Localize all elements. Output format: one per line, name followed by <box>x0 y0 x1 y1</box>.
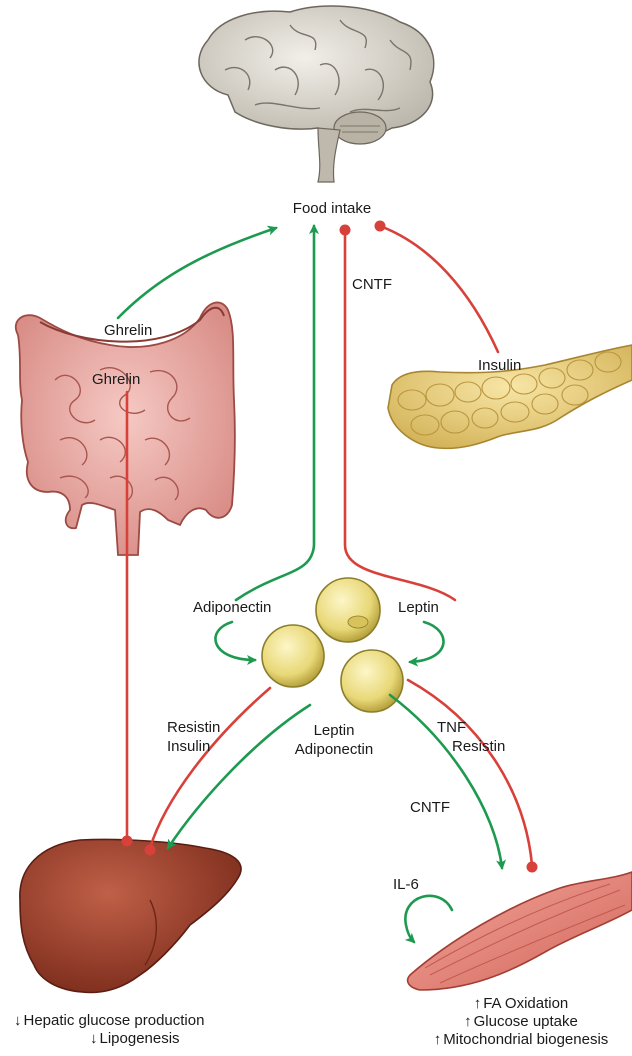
muscle-illustration <box>408 872 632 990</box>
liver-effect-lipogenesis: Lipogenesis <box>14 1030 204 1048</box>
leptin-autocrine-arrow <box>410 622 444 662</box>
il6-label: IL-6 <box>393 876 419 893</box>
resistin-label-left: Resistin <box>167 719 220 736</box>
intestine-illustration <box>16 302 235 555</box>
resistin-insulin-to-liver-inhibit <box>150 688 270 848</box>
liver-effect-glucose: Hepatic glucose production <box>14 1012 204 1030</box>
muscle-effect-mito: Mitochondrial biogenesis <box>410 1031 632 1049</box>
tnf-label: TNF <box>437 719 466 736</box>
ghrelin-label-top: Ghrelin <box>104 322 152 339</box>
adiponectin-label-left: Adiponectin <box>193 599 271 616</box>
inhibit-dot-resistin-liver <box>145 845 156 856</box>
ghrelin-label-gut: Ghrelin <box>92 371 140 388</box>
insulin-to-food-inhibit <box>380 226 498 352</box>
ghrelin-to-food-arrow <box>118 228 276 318</box>
adiponectin-label-mid: Adiponectin <box>295 741 373 758</box>
cntf-label: CNTF <box>352 276 392 293</box>
inhibit-dot-tnf-muscle <box>527 862 538 873</box>
insulin-label-left: Insulin <box>167 738 210 755</box>
brain-illustration <box>199 6 434 182</box>
adipocyte-cluster <box>262 578 403 712</box>
cntf-muscle-label: CNTF <box>410 799 450 816</box>
adiponectin-autocrine-arrow <box>215 622 255 660</box>
adiponectin-to-food-arrow <box>236 226 314 600</box>
leptin-label-mid: Leptin <box>314 722 355 739</box>
il6-autocrine-arrow <box>405 896 452 942</box>
liver-effects: Hepatic glucose production Lipogenesis <box>14 1012 204 1048</box>
insulin-pancreas-label: Insulin <box>478 357 521 374</box>
inhibit-dot-leptin-food <box>340 225 351 236</box>
tnf-resistin-to-muscle-inhibit <box>408 680 532 865</box>
muscle-effects: FA Oxidation Glucose uptake Mitochondria… <box>410 995 632 1049</box>
resistin-label-right: Resistin <box>452 738 505 755</box>
inhibit-dot-insulin-food <box>375 221 386 232</box>
inhibit-dot-ghrelin-liver <box>122 836 133 847</box>
food-intake-label: Food intake <box>293 200 371 217</box>
leptin-label-right: Leptin <box>398 599 439 616</box>
liver-illustration <box>20 839 241 992</box>
muscle-effect-glucose: Glucose uptake <box>410 1013 632 1031</box>
muscle-effect-fa: FA Oxidation <box>410 995 632 1013</box>
